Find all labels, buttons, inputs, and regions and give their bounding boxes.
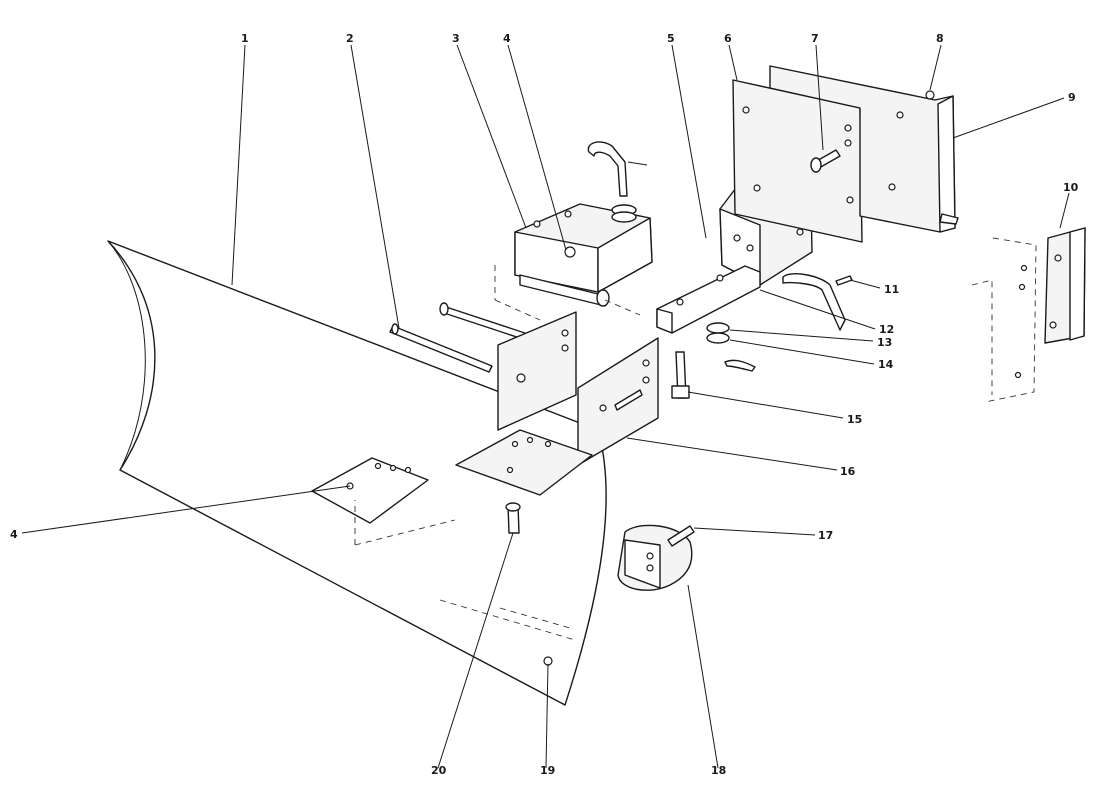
backing-plate-6 xyxy=(732,79,863,243)
side-bracket-10 xyxy=(1044,227,1086,344)
clip-14 xyxy=(724,359,756,372)
washer-13 xyxy=(706,322,730,344)
pin-part xyxy=(389,323,493,373)
callout-17: 17 xyxy=(818,529,833,542)
mounting-plate-front xyxy=(577,337,659,466)
small-pin-part xyxy=(835,275,853,286)
backing-plate-9 xyxy=(769,65,959,233)
callout-9: 9 xyxy=(1068,91,1076,104)
callout-4-bottom: 4 xyxy=(10,528,18,541)
side-plate-ghost xyxy=(971,237,1037,403)
bolt-part-7 xyxy=(810,149,841,173)
pivot-bracket-part xyxy=(494,203,653,321)
base-plate xyxy=(455,429,593,496)
leader-lines xyxy=(21,44,1070,769)
callout-18: 18 xyxy=(711,764,726,777)
callout-11: 11 xyxy=(884,283,899,296)
callout-13: 13 xyxy=(877,336,892,349)
bolt-part-20 xyxy=(505,502,521,534)
callout-2: 2 xyxy=(346,32,354,45)
callout-4-top: 4 xyxy=(503,32,511,45)
callout-7: 7 xyxy=(811,32,819,45)
callout-8: 8 xyxy=(936,32,944,45)
bolt-part-15 xyxy=(671,351,690,399)
callout-10: 10 xyxy=(1063,181,1079,194)
lock-pin-part xyxy=(587,141,648,223)
bolt-part-17 xyxy=(667,525,695,547)
callout-14: 14 xyxy=(878,358,894,371)
handle-rod-part xyxy=(782,273,846,331)
callout-20: 20 xyxy=(431,764,447,777)
callout-16: 16 xyxy=(840,465,856,478)
callout-5: 5 xyxy=(667,32,675,45)
callout-15: 15 xyxy=(847,413,862,426)
callout-3: 3 xyxy=(452,32,460,45)
callout-12: 12 xyxy=(879,323,894,336)
callout-19: 19 xyxy=(540,764,555,777)
mounting-plate-rear xyxy=(497,311,577,431)
callout-labels: 1 2 3 4 5 6 7 8 9 10 11 12 13 14 15 16 4… xyxy=(10,32,1079,777)
callout-1: 1 xyxy=(241,32,249,45)
skid-plate-part xyxy=(311,457,456,546)
callout-6: 6 xyxy=(724,32,732,45)
